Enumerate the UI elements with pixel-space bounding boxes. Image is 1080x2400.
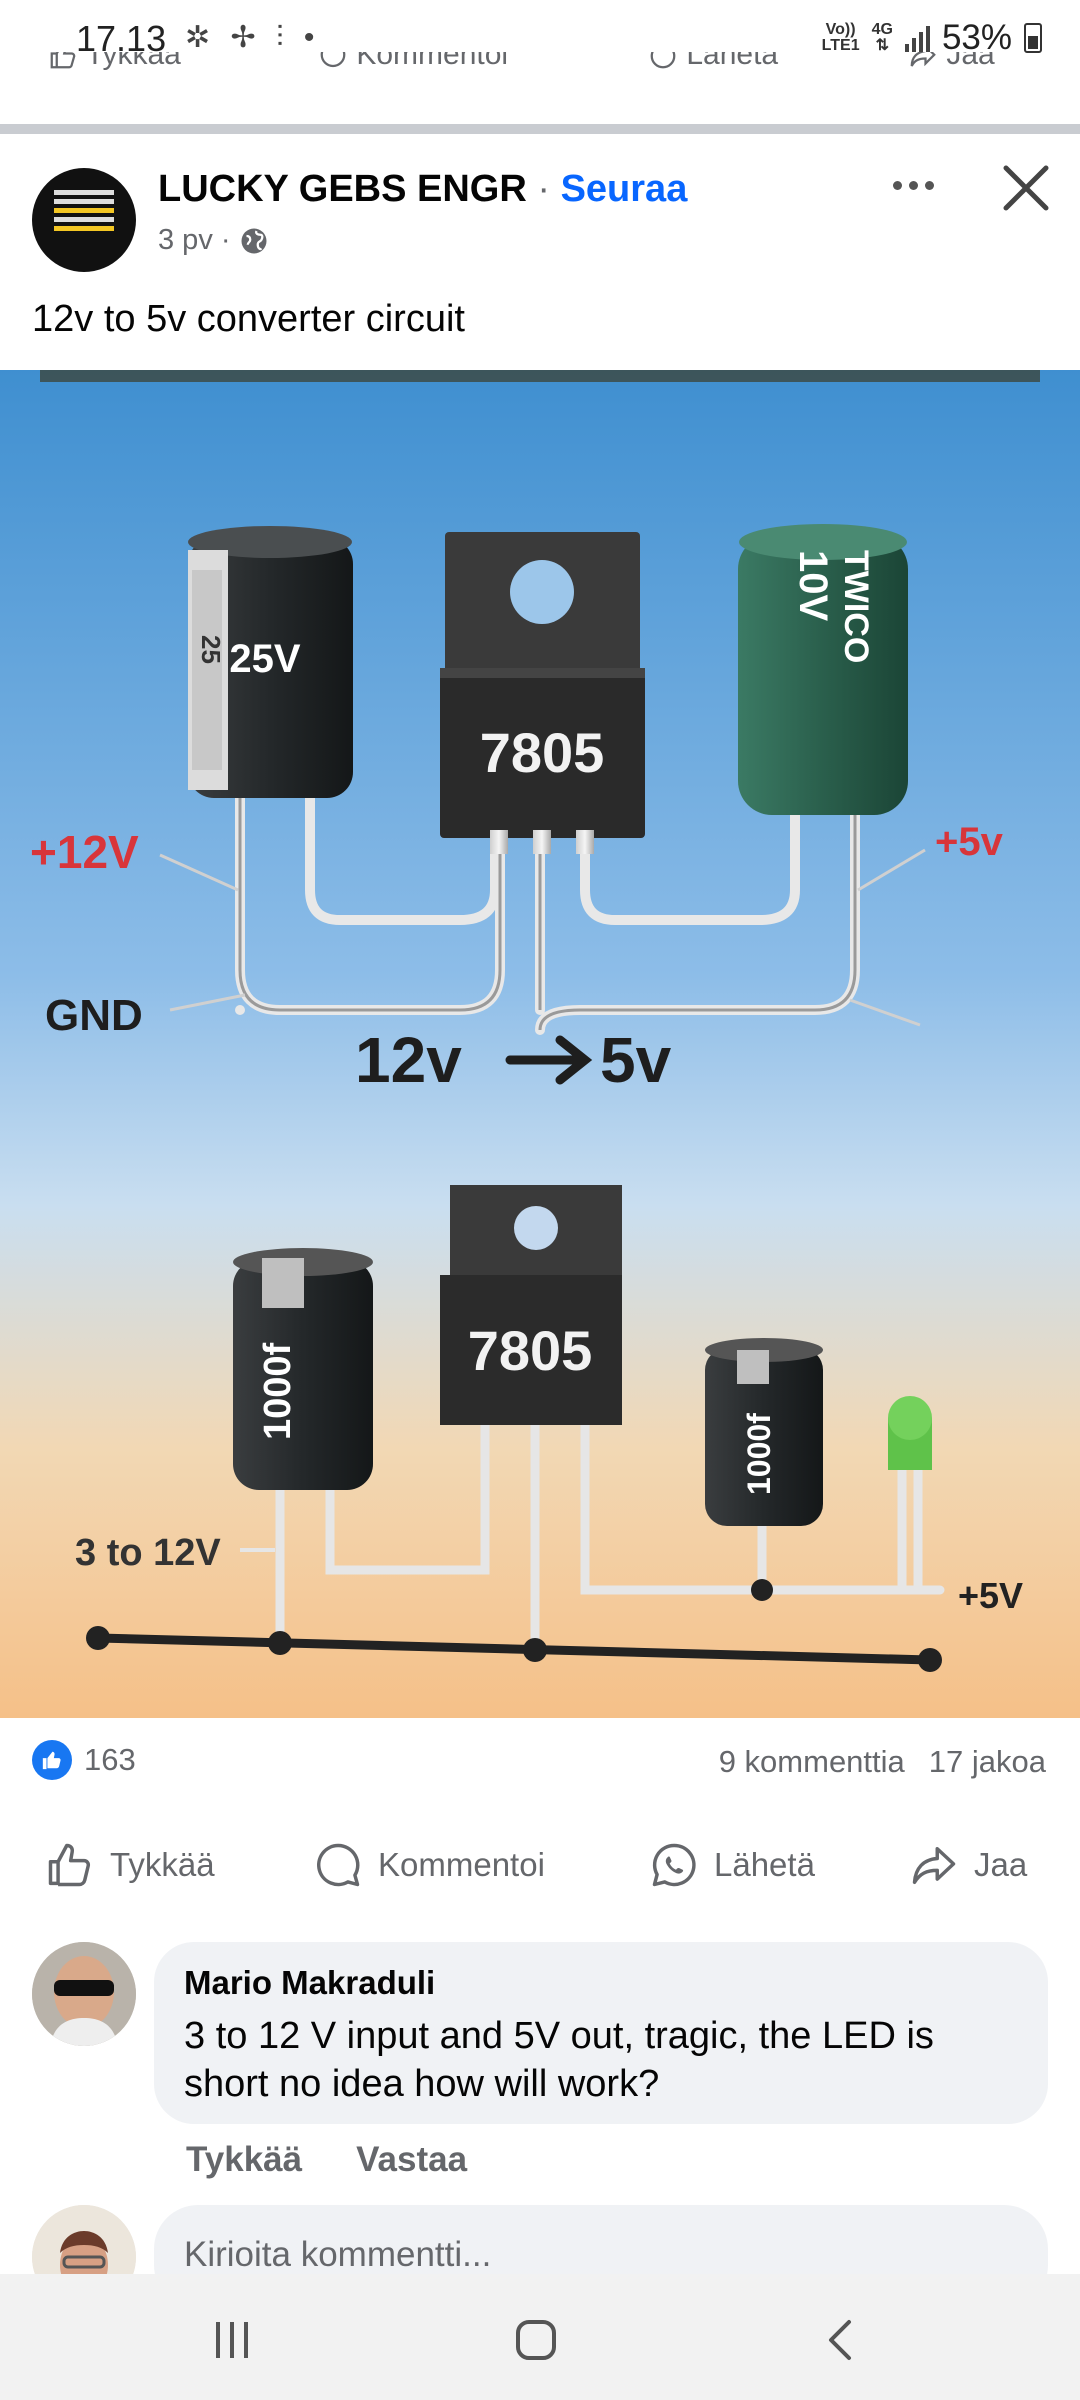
cap2-brand-label: TWICO [837,550,875,663]
plus12-label: +12V [30,826,139,878]
bottom-cap-right-label: 1000f [741,1413,777,1495]
thumb-up-icon [48,1843,91,1887]
back-icon [829,2320,851,2360]
comment-button[interactable]: Kommentoi [312,1830,545,1900]
prev-like-button[interactable]: Tykkää [48,52,181,72]
thumb-up-icon [50,52,76,69]
prev-send-button[interactable]: Lähetä [648,52,778,72]
reaction-count: 163 [84,1742,136,1777]
comments-count-link[interactable]: 9 kommenttia [718,1744,905,1779]
more-options-button[interactable] [880,160,946,210]
close-post-button[interactable] [996,158,1056,218]
dot-icon: • [303,21,321,54]
meta-separator: · [220,224,231,256]
reactions-summary[interactable]: 163 [32,1740,136,1780]
pinwheel-icon: ✢ [230,21,262,54]
like-reaction-icon [32,1740,72,1780]
gnd-label: GND [45,991,143,1040]
whatsapp-icon [652,1843,696,1887]
capacitor-25v: 25 25V [188,526,353,798]
post-image[interactable]: 25 25V 7805 10V TWICO +12V GND +5v 12v [0,370,1080,1718]
home-icon [516,2320,556,2360]
svg-text:5v: 5v [600,1024,672,1096]
capacitor-1000f-right: 1000f [705,1338,823,1526]
prev-comment-button[interactable]: Kommentoi [318,52,508,72]
like-button[interactable]: Tykkää [44,1830,215,1900]
close-icon [1003,165,1049,211]
svg-text:12v: 12v [355,1024,462,1096]
author-name[interactable]: LUCKY GEBS ENGR [158,168,527,210]
slack-icon: ✲ [185,21,217,54]
comment-icon [320,52,346,68]
battery-percent: 53% [941,18,1012,57]
commenter-avatar[interactable] [32,1942,136,2046]
top-regulator-label: 7805 [480,721,605,784]
more-dot-icon [892,180,902,190]
network-type-indicator: 4G ⇅ [871,21,893,54]
comment-bubble: Mario Makraduli 3 to 12 V input and 5V o… [154,1942,1048,2124]
like-label: Tykkää [110,1846,215,1883]
comment-actions: Tykkää Vastaa [186,2140,467,2180]
comment-icon [317,1843,360,1887]
commenter-name[interactable]: Mario Makraduli [184,1964,436,2001]
signal-icon [904,24,930,52]
back-button[interactable] [810,2310,870,2370]
post-header-line: LUCKY GEBS ENGR · Seuraa [158,168,687,211]
arrow-right-icon [505,1035,593,1085]
post-action-bar: Tykkää Kommentoi Lähetä Jaa [0,1830,1080,1900]
conversion-label: 12v 5v [355,1024,672,1096]
comment-text: 3 to 12 V input and 5V out, tragic, the … [184,2015,934,2105]
home-button[interactable] [506,2310,566,2370]
cap1-voltage-label: 25V [229,637,300,681]
status-right: Vo)) LTE1 4G ⇅ 53% [822,18,1042,58]
share-icon [912,1847,956,1885]
header-separator: · [537,168,551,210]
whatsapp-icon [650,52,676,69]
share-button[interactable]: Jaa [908,1830,1027,1900]
status-time: 17.13 [76,18,167,59]
send-button[interactable]: Lähetä [648,1830,815,1900]
post-time[interactable]: 3 pv [158,224,213,256]
battery-icon [1024,23,1042,53]
system-nav-bar [0,2274,1080,2400]
engagement-counts: 9 kommenttia 17 jakoa [719,1744,1046,1780]
bottom-cap-left-label: 1000f [257,1342,299,1440]
send-label: Lähetä [714,1846,815,1883]
follow-button[interactable]: Seuraa [560,168,688,210]
audio-wave-icon: ⫶ [275,21,290,54]
led [888,1396,932,1470]
previous-post-actions: Tykkää Kommentoi Lähetä Jaa [0,52,1080,86]
author-avatar[interactable] [32,168,136,272]
recents-icon [216,2322,248,2358]
notification-icons: ✲ ✢ ⫶ • [185,20,320,55]
post-meta: 3 pv · [158,224,269,257]
volte-indicator: Vo)) LTE1 [821,21,860,54]
avatar-shirt-graphic [54,186,114,246]
capacitor-twico-10v: 10V TWICO [738,524,908,815]
capacitor-1000f-left: 1000f [233,1248,373,1490]
share-icon [910,52,936,67]
regulator-7805-top: 7805 [440,532,645,854]
globe-icon [241,228,266,253]
input-range-label: 3 to 12V [75,1532,221,1574]
share-label: Jaa [974,1846,1028,1883]
prev-share-button[interactable]: Jaa [908,52,995,72]
plus5-label: +5v [935,820,1004,864]
regulator-7805-bottom: 7805 [440,1185,622,1425]
cap2-voltage-label: 10V [791,550,835,621]
comment-like-button[interactable]: Tykkää [186,2140,303,2179]
output-label: +5V [958,1575,1023,1616]
status-bar: 17.13 ✲ ✢ ⫶ • Vo)) LTE1 4G ⇅ 53% [0,0,1080,80]
bottom-regulator-label: 7805 [468,1319,593,1382]
feed-separator [0,124,1080,134]
recents-button[interactable] [202,2310,262,2370]
circuit-illustration: 25 25V 7805 10V TWICO +12V GND +5v 12v [0,370,1080,1718]
shares-count-link[interactable]: 17 jakoa [928,1744,1046,1779]
comment-label: Kommentoi [378,1846,545,1883]
comment-reply-button[interactable]: Vastaa [356,2140,468,2179]
post-text: 12v to 5v converter circuit [32,298,465,340]
cap1-side-label: 25 [196,635,226,664]
